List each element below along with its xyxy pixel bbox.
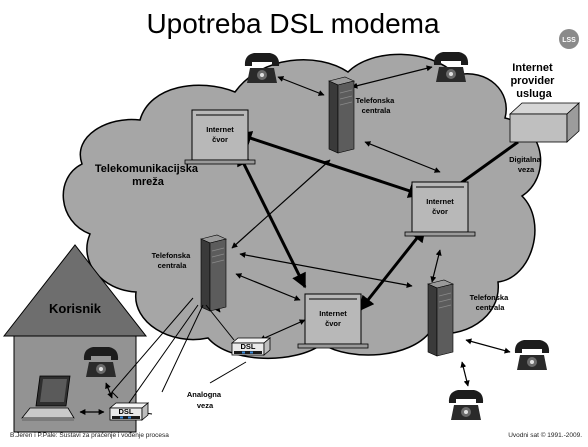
network-label: Telekomunikacijska mreža (95, 163, 201, 188)
user-label: Korisnik (49, 301, 102, 316)
dsl-modem-icon: DSL (109, 402, 149, 421)
logo-text: LSS (562, 37, 576, 44)
exchange-label-top: Telefonska centrala (356, 96, 397, 115)
footer-right: Uvodni sat © 1991.-2009. (508, 432, 582, 439)
analog-link-label: Analogna veza (187, 390, 223, 410)
analog-pointer (209, 361, 247, 384)
telephone-icon (83, 347, 119, 377)
thin-links (207, 65, 511, 387)
digital-link-label: Digitalna veza (509, 155, 543, 174)
lss-logo-icon: LSS (559, 29, 579, 49)
server-icon (200, 234, 227, 312)
slide-title: Upotreba DSL modema (146, 8, 440, 39)
telephone-icon (244, 53, 280, 83)
digital-uplink (453, 140, 519, 190)
dsl-label: DSL (119, 407, 134, 416)
server-icon (328, 76, 355, 154)
provider-box-icon (508, 102, 581, 143)
telephone-icon (448, 390, 484, 420)
exchange-label-right: Telefonska centrala (470, 293, 511, 312)
telephone-icon (514, 340, 550, 370)
server-icon (427, 279, 454, 357)
network-cloud (62, 53, 542, 359)
telephone-icon (433, 52, 469, 82)
footer-left: B.Jeren i P.Pale: Sustavi za praćenje i … (10, 432, 169, 439)
phone-link (105, 382, 113, 399)
provider-label: Internet provider usluga (510, 62, 557, 100)
dsl-label: DSL (241, 342, 256, 351)
dsl-modem-icon: DSL (231, 337, 271, 356)
exchange-label-left: Telefonska centrala (152, 251, 193, 270)
laptop-icon (21, 375, 75, 421)
